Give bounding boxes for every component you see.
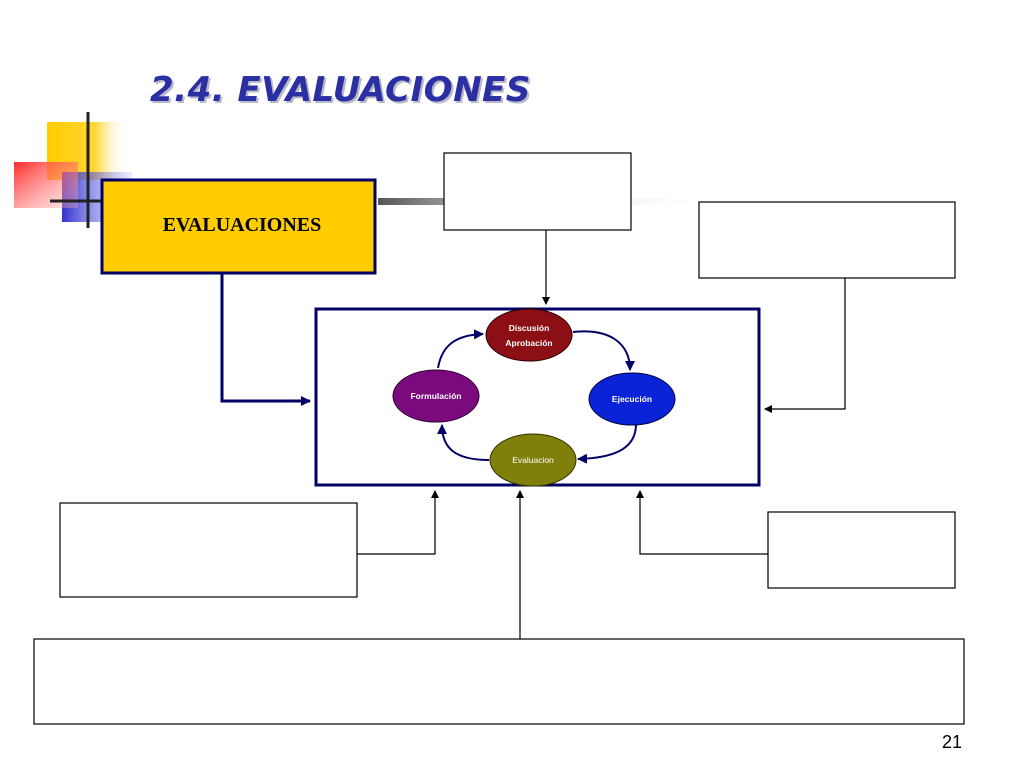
node-discusion-label-2: Aprobación	[505, 338, 552, 348]
node-discusion	[485, 308, 573, 362]
node-evaluacion	[489, 433, 577, 487]
node-ejecucion	[588, 372, 676, 426]
arrow-discusion-to-ejecucion	[572, 330, 635, 371]
cycle-arrows	[437, 329, 637, 464]
arrow-ejecucion-to-evaluacion	[577, 423, 637, 464]
slide-number: 21	[941, 732, 962, 752]
slide-title: 2.4. EVALUACIONES	[150, 70, 531, 110]
arrow-bottom-right-to-frame	[636, 490, 768, 555]
empty-box-top-center	[443, 152, 632, 231]
empty-box-bottom-wide	[33, 638, 965, 725]
node-discusion-label-1: Discusión	[509, 323, 550, 333]
node-formulacion-label: Formulación	[410, 391, 461, 401]
slide-title-overlay: 2.4. EVALUACIONES	[150, 70, 531, 110]
evaluaciones-connector-arrow	[220, 273, 311, 406]
node-formulacion	[392, 369, 480, 423]
evaluaciones-box-label: EVALUACIONES	[163, 214, 322, 236]
arrow-top-right-to-frame	[764, 278, 846, 413]
node-evaluacion-label: Evaluacion	[512, 455, 554, 465]
empty-box-bottom-left	[59, 502, 358, 598]
empty-box-top-right	[698, 201, 956, 279]
arrow-evaluacion-to-formulacion	[437, 424, 490, 461]
empty-box-bottom-right	[767, 511, 956, 589]
arrow-formulacion-to-discusion	[437, 329, 484, 369]
arrow-bottom-left-to-frame	[357, 490, 439, 555]
evaluaciones-box	[100, 178, 377, 275]
node-ejecucion-label: Ejecución	[612, 394, 652, 404]
